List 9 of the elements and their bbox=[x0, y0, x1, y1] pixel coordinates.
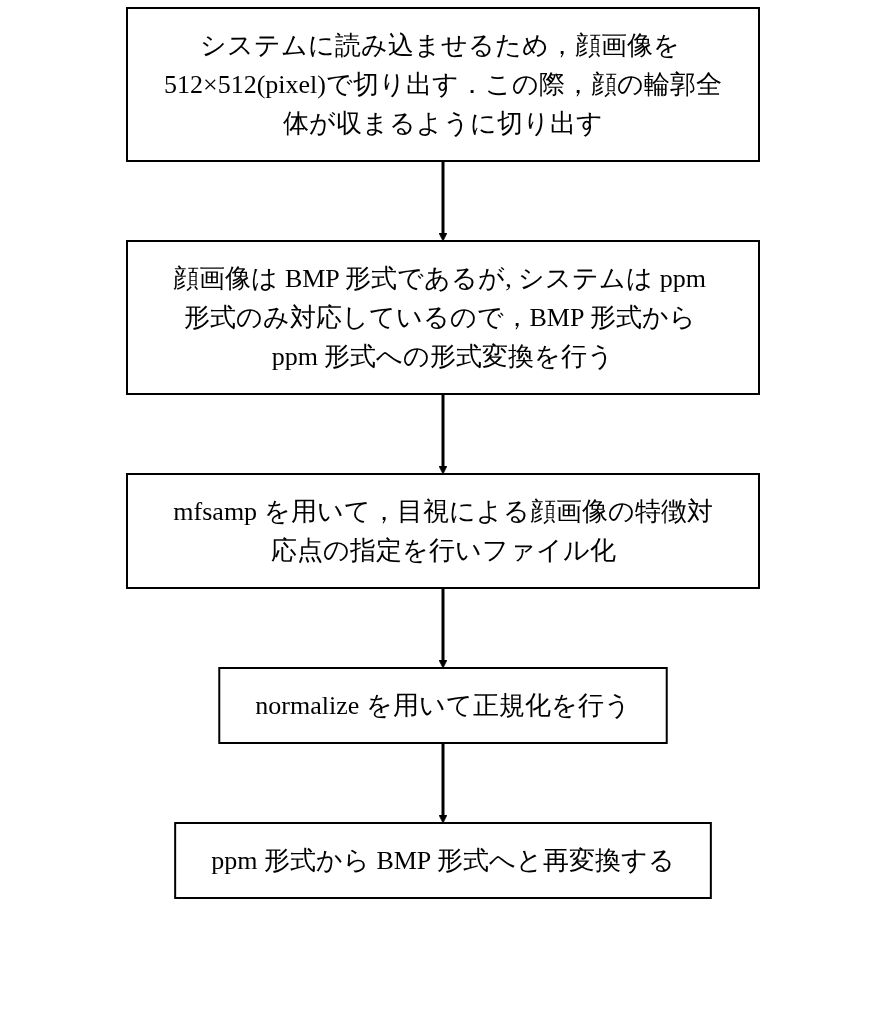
node-box: システムに読み込ませるため，顔画像を 512×512(pixel)で切り出す．この際，顔の輪郭全体が収まるように切り出す bbox=[126, 7, 760, 162]
node-box: normalize を用いて正規化を行う bbox=[218, 667, 668, 744]
arrow bbox=[438, 394, 448, 475]
arrow bbox=[438, 588, 448, 669]
arrow bbox=[438, 161, 448, 242]
arrow bbox=[438, 743, 448, 824]
node-box: 顔画像は BMP 形式であるが, システムは ppm 形式のみ対応しているので，BMP 形式から ppm 形式への形式変換を行う bbox=[126, 240, 760, 395]
node-box: ppm 形式から BMP 形式へと再変換する bbox=[174, 822, 712, 899]
node-box: mfsamp を用いて，目視による顔画像の特徴対応点の指定を行いファイル化 bbox=[126, 473, 760, 589]
